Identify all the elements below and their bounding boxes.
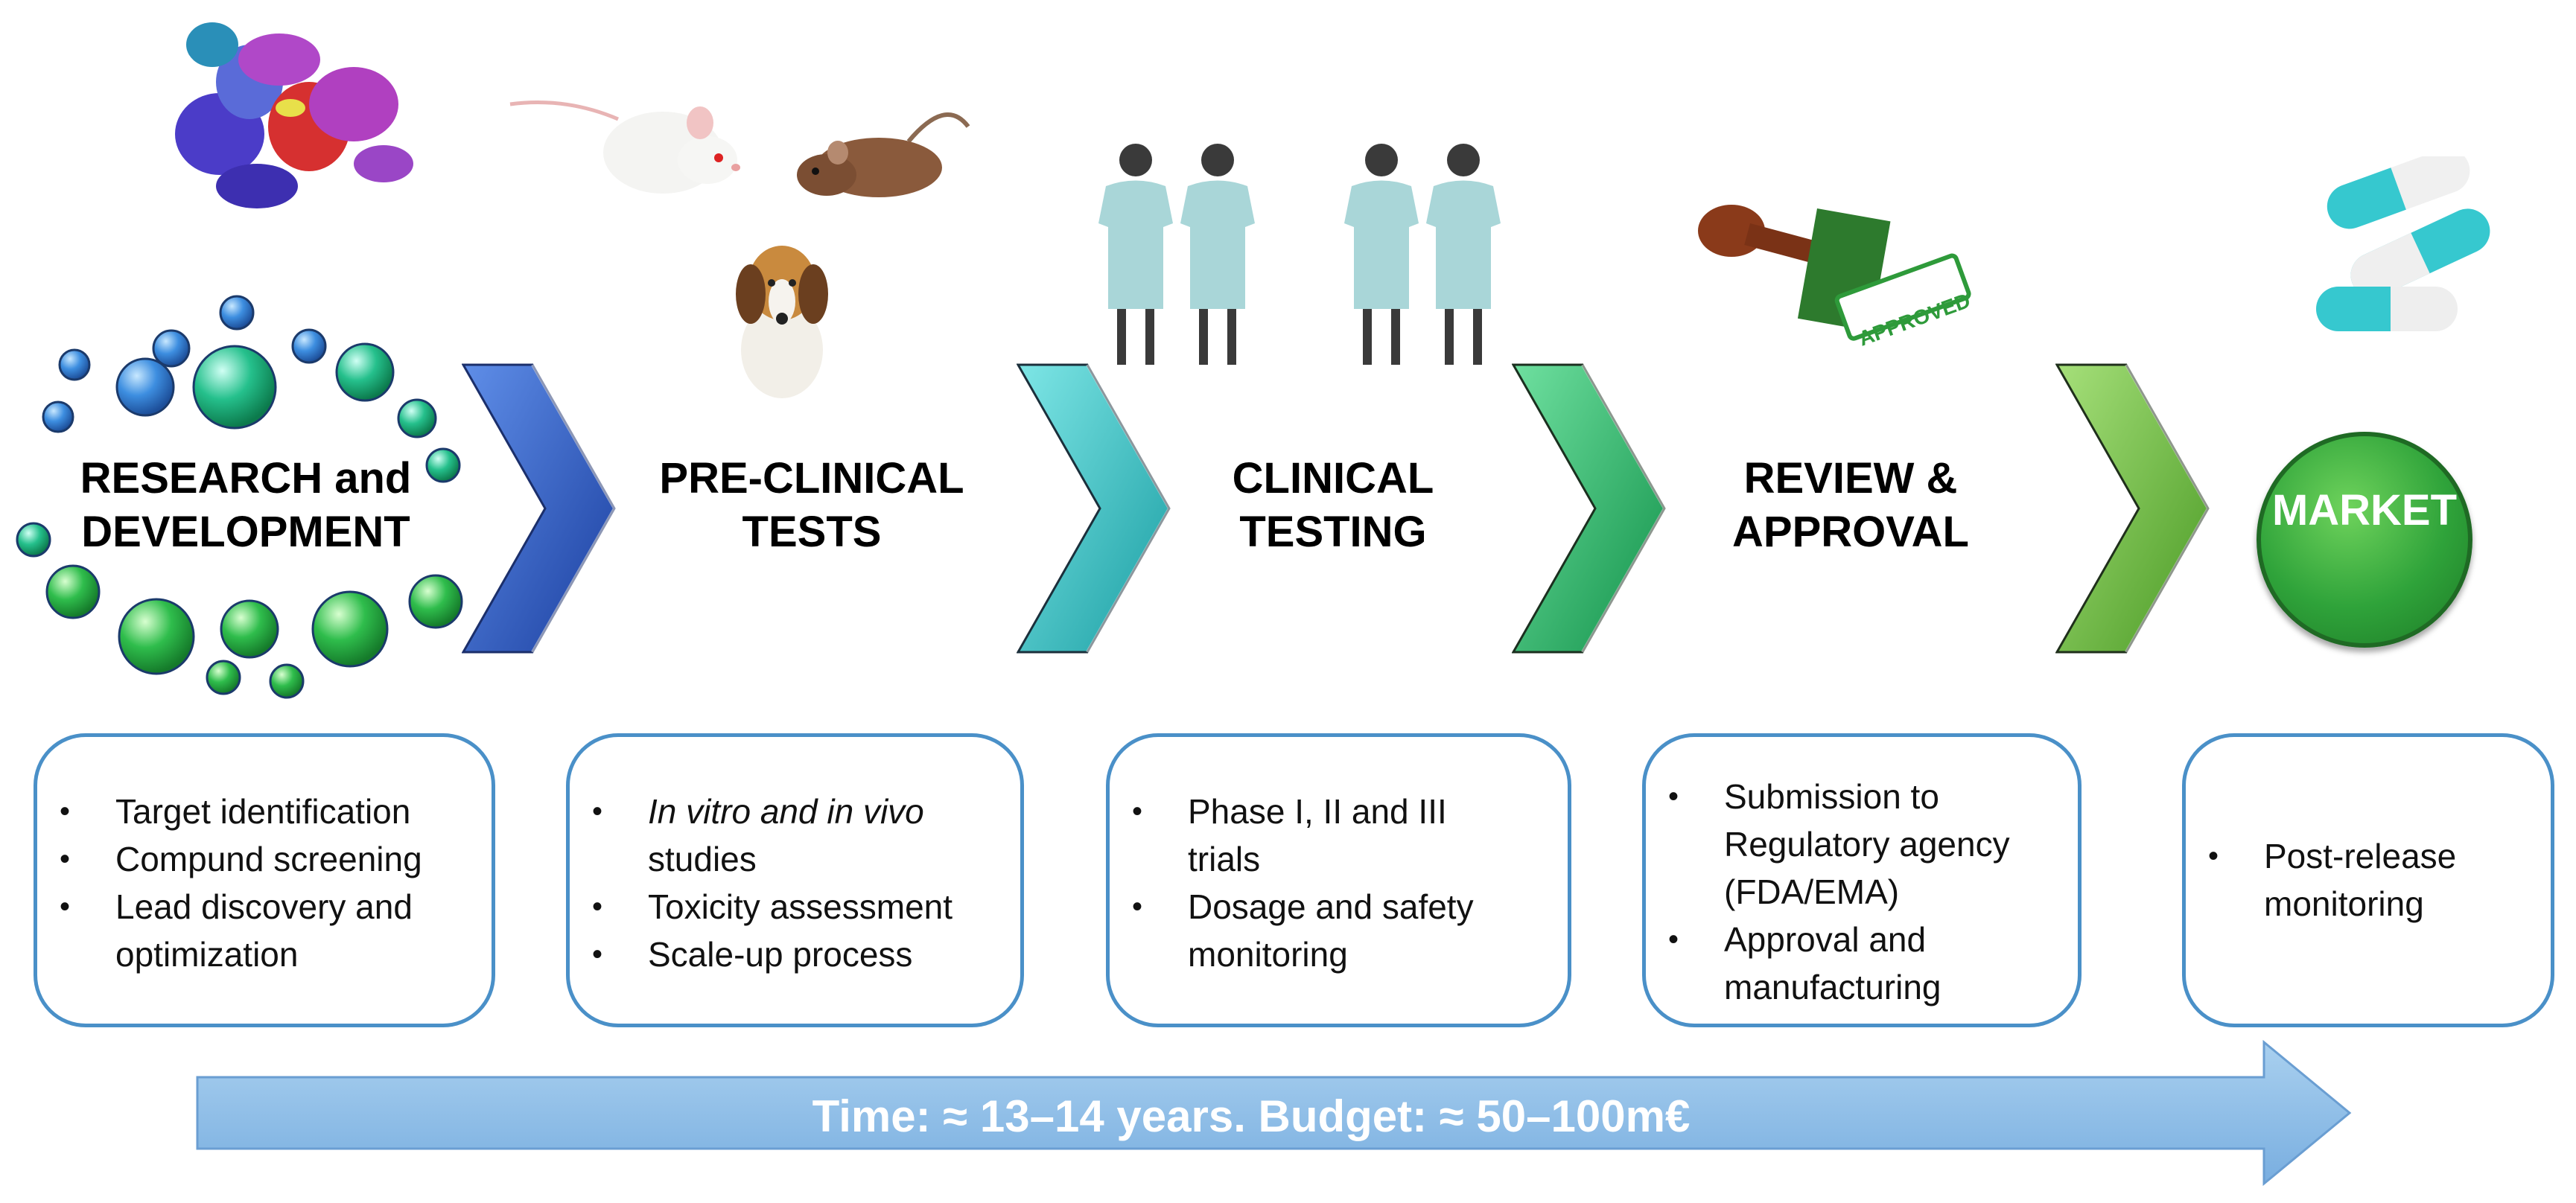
stage-title-preclinical: PRE-CLINICAL TESTS <box>659 454 964 556</box>
timeline-label: Time: ≈ 13–14 years. Budget: ≈ 50–100m€ <box>812 1091 1691 1141</box>
info-box-research: Target identification Compund screening … <box>34 733 495 1027</box>
stage-title-research: RESEARCH and DEVELOPMENT <box>80 454 412 556</box>
approval-stamp-icon: APPROVED <box>1698 205 1974 351</box>
molecule-bubble-icon <box>16 295 463 699</box>
beagle-dog-icon <box>736 246 828 398</box>
mouse-icon <box>509 100 740 194</box>
stage-title-clinical: CLINICAL TESTING <box>1232 454 1434 556</box>
list-item: Compund screening <box>37 835 492 883</box>
stage-title-market: MARKET <box>2271 486 2458 535</box>
list-item: Scale-up process <box>570 931 1024 978</box>
capsule-pill-icon <box>2316 156 2490 331</box>
patient-figure-icon <box>1426 144 1501 365</box>
market-circle <box>2257 432 2472 648</box>
chevron-arrow-icon <box>2055 363 2210 654</box>
chevron-arrow-icon <box>1512 363 1667 654</box>
bullet-list: Target identification Compund screening … <box>37 788 492 978</box>
list-item: Target identification <box>37 788 492 835</box>
timeline-arrow-icon <box>196 1039 2352 1187</box>
chevron-arrow-icon <box>462 363 617 654</box>
protein-structure-icon <box>175 22 413 208</box>
list-item: Toxicity assessment <box>570 883 1024 931</box>
patient-figure-icon <box>1180 144 1255 365</box>
rat-icon <box>797 112 970 197</box>
patient-figure-icon <box>1344 144 1419 365</box>
stage-title-review: REVIEW & APPROVAL <box>1732 454 1969 556</box>
patient-figure-icon <box>1098 144 1173 365</box>
chevron-arrow-icon <box>1017 363 1171 654</box>
